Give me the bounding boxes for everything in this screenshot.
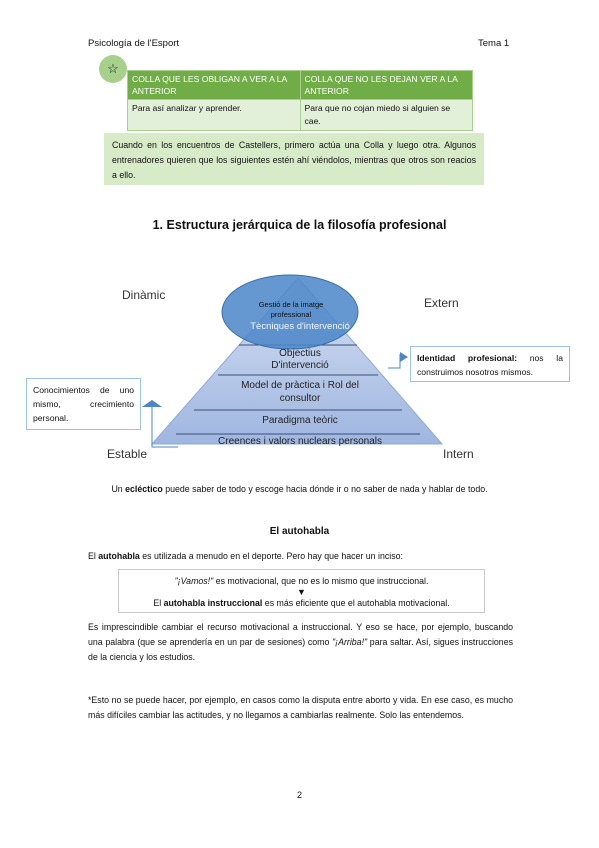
callout-right: Identidad profesional: nos la construimo…	[410, 346, 570, 382]
callout-right-text: nos la construimos nosotros mismos.	[417, 353, 563, 377]
note-box: Cuando en los encuentros de Castellers, …	[104, 133, 484, 185]
section-title: 1. Estructura jerárquica de la filosofía…	[152, 218, 447, 232]
label-estable: Estable	[107, 447, 148, 461]
hierarchy-diagram: Dinàmic Extern Estable Intern Gestió de …	[0, 250, 599, 480]
comparison-table: COLLA QUE LES OBLIGAN A VER A LA ANTERIO…	[127, 70, 473, 131]
pyramid-shape	[150, 277, 444, 445]
down-arrow-icon: ▼	[297, 587, 306, 597]
table-cell: Para que no cojan miedo si alguien se ca…	[299, 99, 473, 131]
table-header: COLLA QUE LES OBLIGAN A VER A LA ANTERIO…	[127, 70, 301, 100]
callout-right-bold: Identidad profesional:	[417, 353, 518, 363]
ellipse-label: Gestió de la imatge professional	[258, 300, 324, 319]
star-icon: ☆	[99, 55, 127, 83]
image-management-ellipse	[221, 274, 359, 350]
eclectic-paragraph: Un ecléctico puede saber de todo y escog…	[111, 484, 488, 494]
pyramid-level-2: Objectius D'intervenció	[271, 348, 329, 371]
autohabla-heading: El autohabla	[269, 526, 330, 537]
pyramid-level-3: Model de pràctica i Rol del consultor	[241, 380, 359, 404]
pyramid-level-1: Tècniques d'intervenció	[250, 321, 350, 332]
autohabla-intro: El autohabla es utilizada a menudo en el…	[88, 551, 403, 561]
page-number: 2	[296, 790, 302, 800]
pyramid-level-4: Paradigma teòric	[262, 415, 338, 426]
table-cell: Para así analizar y aprender.	[127, 99, 301, 131]
label-extern: Extern	[424, 296, 459, 310]
label-dinamic: Dinàmic	[122, 288, 166, 302]
autohabla-paragraph-2: *Esto no se puede hacer, por ejemplo, en…	[88, 695, 513, 720]
autohabla-box: "¡Vamos!" es motivacional, que no es lo …	[118, 569, 485, 613]
pyramid-level-5: Creences i valors nuclears personals	[218, 436, 382, 447]
running-header-right: Tema 1	[478, 38, 510, 49]
callout-left: Conocimientos de uno mismo, crecimiento …	[26, 378, 141, 430]
label-intern: Intern	[443, 447, 474, 461]
running-header-left: Psicología de l'Esport	[88, 38, 180, 49]
box-line-1: "¡Vamos!" es motivacional, que no es lo …	[174, 576, 429, 586]
box-line-2: El autohabla instruccional es más eficie…	[153, 598, 450, 608]
autohabla-paragraph-1: Es imprescindible cambiar el recurso mot…	[88, 622, 513, 662]
table-header: COLLA QUE NO LES DEJAN VER A LA ANTERIOR	[299, 70, 473, 100]
